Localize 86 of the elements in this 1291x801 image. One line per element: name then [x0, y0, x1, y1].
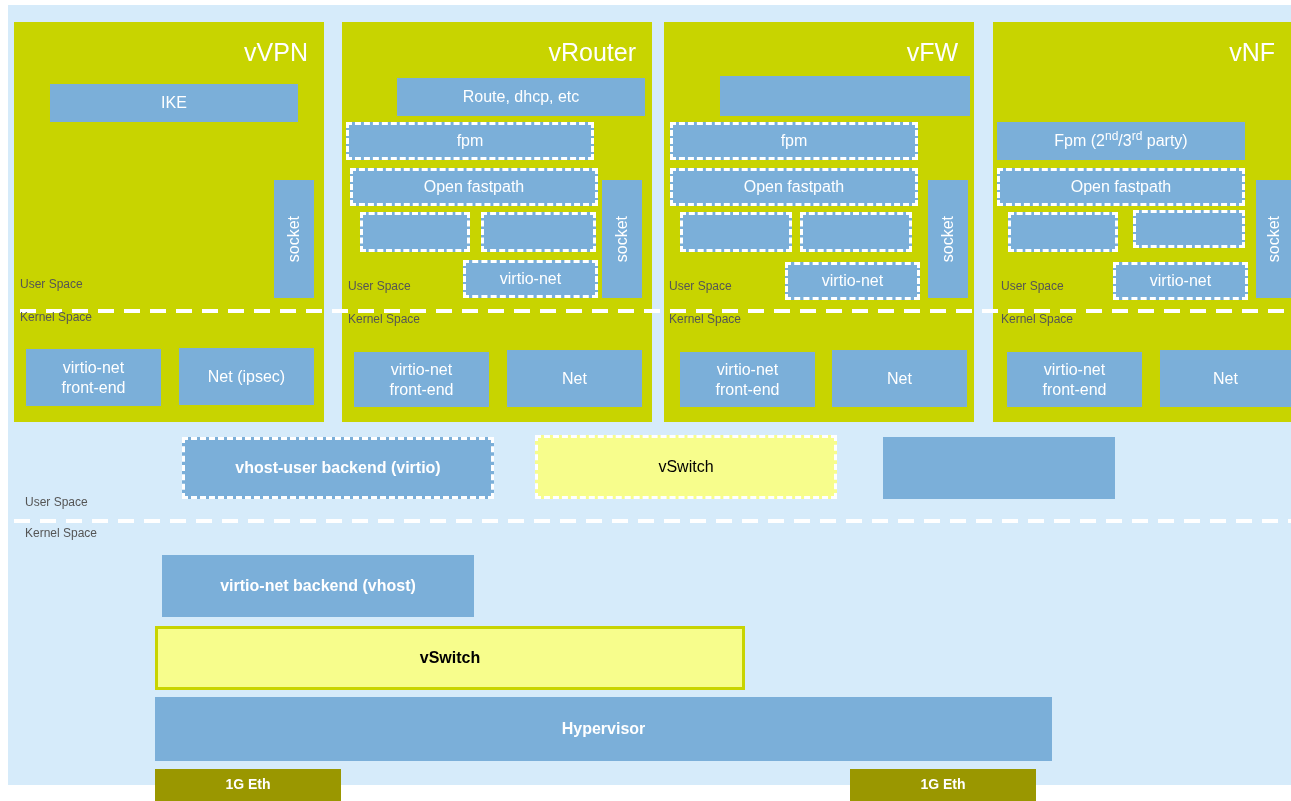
socket-box [1256, 180, 1291, 298]
space-label: Kernel Space [1001, 313, 1074, 325]
dashed-component-box [997, 168, 1245, 206]
space-label: Kernel Space [348, 313, 421, 325]
space-label: Kernel Space [25, 527, 98, 539]
component-box [155, 697, 1052, 761]
component-box [997, 122, 1245, 160]
box-label: Net [886, 368, 913, 389]
panel-title: vNF [1229, 40, 1275, 65]
box-label: fpm [455, 131, 485, 151]
empty-box [800, 212, 912, 252]
space-label: User Space [20, 278, 83, 290]
box-label: Route, dhcp, etc [461, 87, 581, 107]
space-label: User Space [25, 496, 88, 508]
box-label: Open fastpath [422, 177, 526, 197]
dashed-component-box [346, 122, 594, 160]
box-label: Hypervisor [560, 719, 647, 739]
ethernet-port-box [155, 769, 341, 801]
vm-panel [342, 22, 652, 422]
box-label: vSwitch [657, 457, 715, 477]
box-label: virtio-net [1148, 271, 1213, 291]
box-label: Net [561, 368, 588, 389]
component-box [354, 352, 489, 407]
vm-panel [14, 22, 324, 422]
empty-box [481, 212, 596, 252]
dashed-component-box [670, 168, 918, 206]
box-label: 1G Eth [919, 776, 967, 794]
panel-title: vFW [906, 40, 958, 65]
space-label: User Space [669, 280, 732, 292]
switch-box [535, 435, 837, 499]
empty-box [1133, 210, 1245, 248]
socket-box [928, 180, 968, 298]
box-label: Open fastpath [742, 177, 846, 197]
box-label: Fpm (2$^{nd}$/3$^{rd}$ party) [1053, 131, 1189, 151]
space-label: Kernel Space [669, 313, 742, 325]
switch-box [155, 626, 745, 690]
dashed-component-box [785, 262, 920, 300]
empty-box [1008, 212, 1118, 252]
box-label: vhost-user backend (virtio) [234, 458, 442, 478]
dashed-component-box [463, 260, 598, 298]
dashed-component-box [182, 437, 494, 499]
box-label: virtio-net front-end [714, 359, 781, 400]
component-box [832, 350, 967, 407]
box-label: fpm [779, 131, 809, 151]
box-label: Net (ipsec) [206, 366, 287, 387]
vm-panel [664, 22, 974, 422]
box-label: virtio-net front-end [388, 359, 455, 400]
space-label: Kernel Space [20, 311, 93, 323]
component-box [507, 350, 642, 407]
dashed-component-box [670, 122, 918, 160]
ethernet-port-box [850, 769, 1036, 801]
box-label: vSwitch [418, 648, 482, 668]
box-label: virtio-net [498, 269, 563, 289]
component-box [1007, 352, 1142, 407]
box-label: Net [1212, 368, 1239, 389]
socket-box [602, 180, 642, 298]
box-label: socket [940, 215, 956, 263]
panel-title: vVPN [244, 40, 308, 65]
vm-panel [993, 22, 1291, 422]
box-label: socket [614, 215, 630, 263]
component-box [26, 349, 161, 406]
box-label: virtio-net front-end [1041, 359, 1108, 400]
box-label: socket [286, 215, 302, 263]
space-label: User Space [348, 280, 411, 292]
dashed-component-box [1113, 262, 1248, 300]
empty-box [883, 437, 1115, 499]
box-label: Open fastpath [1069, 177, 1173, 197]
empty-box [720, 76, 970, 116]
box-label: virtio-net backend (vhost) [219, 576, 417, 596]
box-label: virtio-net front-end [60, 357, 127, 398]
box-label: IKE [160, 93, 188, 113]
space-label: User Space [1001, 280, 1064, 292]
component-box [680, 352, 815, 407]
box-label: socket [1265, 215, 1282, 263]
component-box [179, 348, 314, 405]
empty-box [680, 212, 792, 252]
box-label: virtio-net [820, 271, 885, 291]
box-label: 1G Eth [224, 776, 272, 794]
component-box [1160, 350, 1291, 407]
component-box [50, 84, 298, 122]
component-box [397, 78, 645, 116]
panel-title: vRouter [548, 40, 636, 65]
component-box [162, 555, 474, 617]
socket-box [274, 180, 314, 298]
dashed-component-box [350, 168, 598, 206]
empty-box [360, 212, 470, 252]
